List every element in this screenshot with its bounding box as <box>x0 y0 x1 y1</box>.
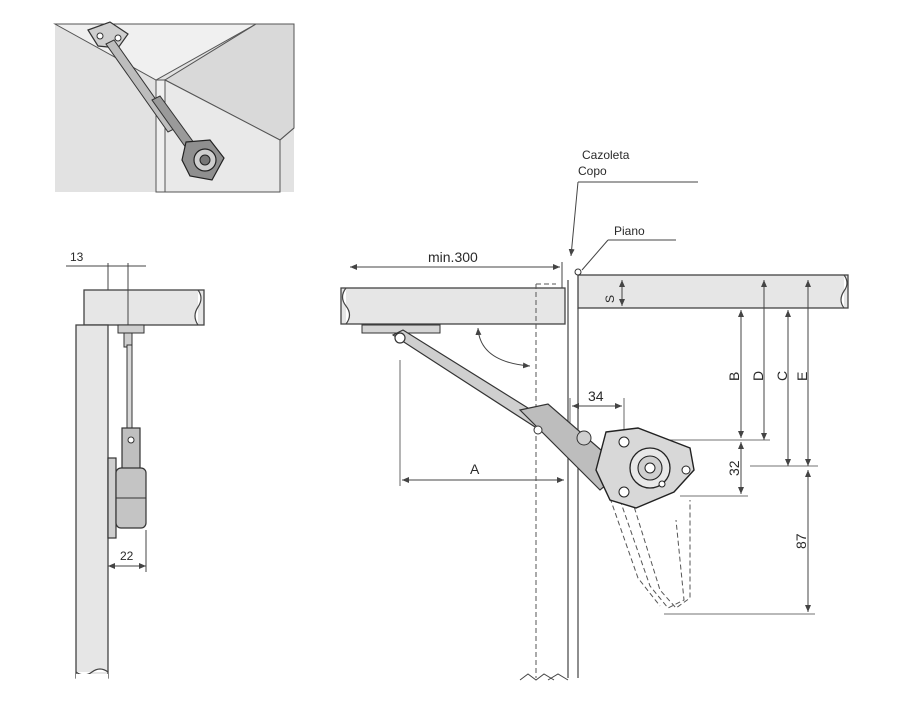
dim-34-label: 34 <box>588 388 604 404</box>
side-view: 13 22 <box>66 250 205 684</box>
opening-angle-arc <box>475 327 531 369</box>
callout-cazoleta: Cazoleta <box>582 148 630 162</box>
stay-mechanism-3d <box>87 21 225 181</box>
dim-b-label: B <box>726 372 742 381</box>
dim-d-label: D <box>750 371 766 381</box>
door-panel <box>340 287 566 325</box>
dim-22-label: 22 <box>120 549 134 563</box>
dim-a-label: A <box>470 461 480 477</box>
stay-folded-positions <box>609 497 691 609</box>
callout-piano: Piano <box>614 224 645 238</box>
hinge-pivot <box>574 268 582 276</box>
stay-mechanism <box>361 324 695 509</box>
side-vertical-panel <box>75 324 109 679</box>
main-view: min.300 Cazoleta Copo Piano S B D C E 32 <box>340 148 849 681</box>
dim-s-label: S <box>603 295 617 303</box>
dim-32-label: 32 <box>726 460 742 476</box>
side-top-panel <box>83 289 205 326</box>
side-mount-plate <box>107 457 117 539</box>
perspective-view <box>53 21 295 193</box>
dim-c-label: C <box>774 371 790 381</box>
callout-copo: Copo <box>578 164 607 178</box>
dim-87-label: 87 <box>793 533 809 549</box>
dim-13-label: 13 <box>70 250 84 264</box>
dim-e-label: E <box>794 372 810 381</box>
side-stay-rod <box>126 344 133 436</box>
dim-min300-label: min.300 <box>428 249 478 265</box>
